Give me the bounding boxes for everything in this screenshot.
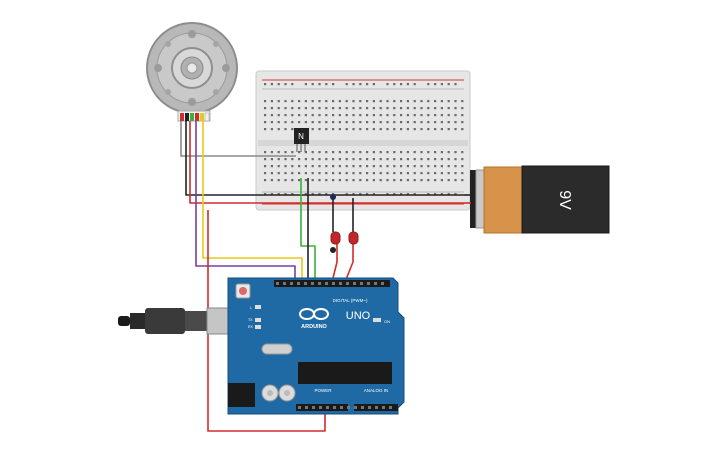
encoder-motor[interactable] [146, 22, 238, 122]
led-2[interactable] [348, 231, 359, 245]
wire-purple [195, 121, 296, 282]
arduino-power-label: POWER [314, 388, 332, 393]
wire-gray [180, 121, 296, 157]
transistor-label: N [298, 132, 304, 141]
wire-red-led1 [331, 240, 338, 283]
battery-label: 9V [556, 190, 573, 210]
led-junction [330, 194, 336, 200]
wire-red-motor [189, 121, 464, 204]
led-1[interactable] [330, 231, 341, 253]
wire-red-led2 [344, 240, 354, 283]
npn-transistor[interactable]: N [294, 128, 309, 152]
arduino-pins [276, 282, 392, 409]
breadboard[interactable] [255, 70, 471, 211]
usb-cable[interactable] [118, 307, 233, 335]
arduino-analog-label: ANALOG IN [364, 388, 389, 393]
arduino-model: UNO [346, 310, 371, 322]
battery-9v[interactable]: 9V [470, 165, 610, 234]
arduino-rx-label: RX [248, 325, 254, 329]
atmega-chip [298, 362, 392, 384]
wire-yellow [202, 121, 303, 282]
arduino-uno[interactable]: ARDUINO UNO ON DIGITAL (PWM~) POWER ANAL… [227, 277, 405, 415]
arduino-on-label: ON [384, 319, 390, 324]
arduino-logo-icon [299, 308, 329, 320]
power-jack[interactable] [228, 383, 255, 407]
arduino-l-label: L [250, 306, 252, 310]
wire-black-motor [185, 121, 464, 196]
arduino-digital-label: DIGITAL (PWM~) [333, 298, 368, 303]
breadboard-holes [264, 83, 464, 196]
arduino-tx-label: TX [248, 318, 253, 322]
arduino-logo-text: ARDUINO [301, 324, 327, 330]
